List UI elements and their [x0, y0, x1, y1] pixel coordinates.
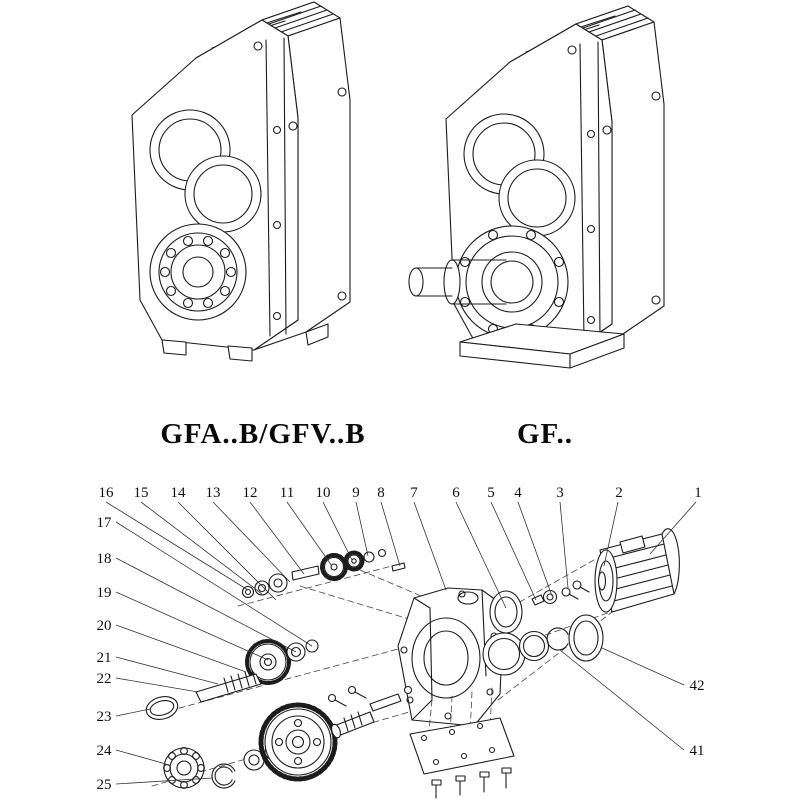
- part-number-24: 24: [97, 743, 113, 759]
- part-number-6: 6: [452, 485, 460, 501]
- leader-line-42: [601, 647, 685, 686]
- output-shaft: [408, 259, 507, 305]
- leader-line-6: [455, 501, 507, 609]
- ball-bearing: [163, 747, 205, 789]
- part-number-17: 17: [97, 515, 113, 531]
- output-flange: [455, 225, 569, 339]
- output-shaft-parts: [163, 685, 413, 789]
- bolts: [431, 767, 512, 799]
- motor-fasteners: [531, 580, 590, 606]
- gearbox-drawing-gfab: [131, 1, 351, 362]
- leader-line-18: [115, 557, 297, 653]
- part-number-42: 42: [690, 678, 705, 694]
- foot: [305, 323, 329, 346]
- part-number-callouts: 1234567891011121314151617181920212223242…: [97, 485, 705, 793]
- part-number-7: 7: [410, 485, 418, 501]
- leader-line-16: [105, 501, 249, 591]
- part-number-12: 12: [243, 485, 258, 501]
- leader-line-4: [517, 501, 553, 597]
- leader-line-13: [212, 501, 291, 583]
- leader-line-10: [322, 501, 353, 561]
- part-number-14: 14: [171, 485, 187, 501]
- pinion-shaft: [195, 673, 262, 703]
- model-label-gf: GF..: [516, 418, 574, 450]
- foot: [161, 339, 187, 356]
- foot: [227, 345, 253, 362]
- leader-line-21: [115, 656, 219, 685]
- part-number-4: 4: [514, 485, 522, 501]
- snap-ring: [546, 627, 569, 651]
- leader-line-12: [249, 501, 305, 575]
- part-number-9: 9: [352, 485, 360, 501]
- part-number-20: 20: [97, 618, 112, 634]
- input-shaft: [291, 565, 320, 581]
- part-number-41: 41: [690, 743, 705, 759]
- intermediate-shaft-parts: [145, 639, 367, 720]
- leader-line-3: [559, 501, 569, 589]
- part-number-8: 8: [377, 485, 385, 501]
- gasket-plate: [409, 687, 515, 799]
- gearbox-drawing-gf: [408, 5, 665, 369]
- part-number-5: 5: [487, 485, 495, 501]
- input-shaft-parts: [241, 548, 406, 599]
- part-number-3: 3: [556, 485, 564, 501]
- exploded-parts-diagram: [145, 528, 680, 799]
- motor-drawing: [594, 528, 680, 613]
- part-number-21: 21: [97, 650, 112, 666]
- leader-line-25: [115, 777, 213, 785]
- seal-ring: [145, 696, 179, 720]
- intermediate-bore: [184, 155, 262, 233]
- leader-line-22: [115, 677, 199, 693]
- leader-line-5: [490, 501, 537, 601]
- hollow-output-shaft: [330, 685, 413, 739]
- leader-line-1: [649, 501, 697, 555]
- leader-line-41: [559, 649, 685, 751]
- model-label-gfab-gfvb: GFA..B/GFV..B: [160, 418, 366, 450]
- leader-line-15: [140, 501, 263, 595]
- output-gear: [258, 702, 338, 782]
- leader-line-23: [115, 708, 151, 717]
- leader-line-24: [115, 749, 167, 765]
- part-number-2: 2: [615, 485, 623, 501]
- leader-line-8: [380, 501, 401, 567]
- key: [531, 594, 545, 606]
- part-number-25: 25: [97, 777, 112, 793]
- leader-line-14: [177, 501, 277, 601]
- part-number-18: 18: [97, 551, 112, 567]
- leader-line-2: [603, 501, 619, 567]
- part-number-13: 13: [206, 485, 221, 501]
- part-number-23: 23: [97, 709, 112, 725]
- part-number-15: 15: [134, 485, 149, 501]
- intermediate-gear: [245, 639, 291, 685]
- leader-line-9: [355, 501, 369, 557]
- part-number-22: 22: [97, 671, 112, 687]
- leader-line-7: [413, 501, 447, 591]
- leader-line-19: [115, 591, 269, 661]
- part-number-1: 1: [694, 485, 702, 501]
- intermediate-bore: [498, 159, 576, 237]
- part-number-11: 11: [280, 485, 294, 501]
- leader-line-17: [115, 521, 313, 647]
- base-rails: [459, 323, 625, 369]
- part-number-19: 19: [97, 585, 112, 601]
- small-pinion: [343, 550, 365, 572]
- leader-line-11: [286, 501, 333, 567]
- part-number-16: 16: [99, 485, 115, 501]
- terminal-box: [619, 535, 646, 554]
- key: [391, 562, 406, 572]
- snap-ring: [211, 763, 236, 789]
- part-number-10: 10: [316, 485, 331, 501]
- bearing-rings: [482, 590, 604, 676]
- housing: [397, 587, 505, 727]
- leader-line-20: [115, 624, 247, 673]
- output-bearing: [149, 223, 247, 321]
